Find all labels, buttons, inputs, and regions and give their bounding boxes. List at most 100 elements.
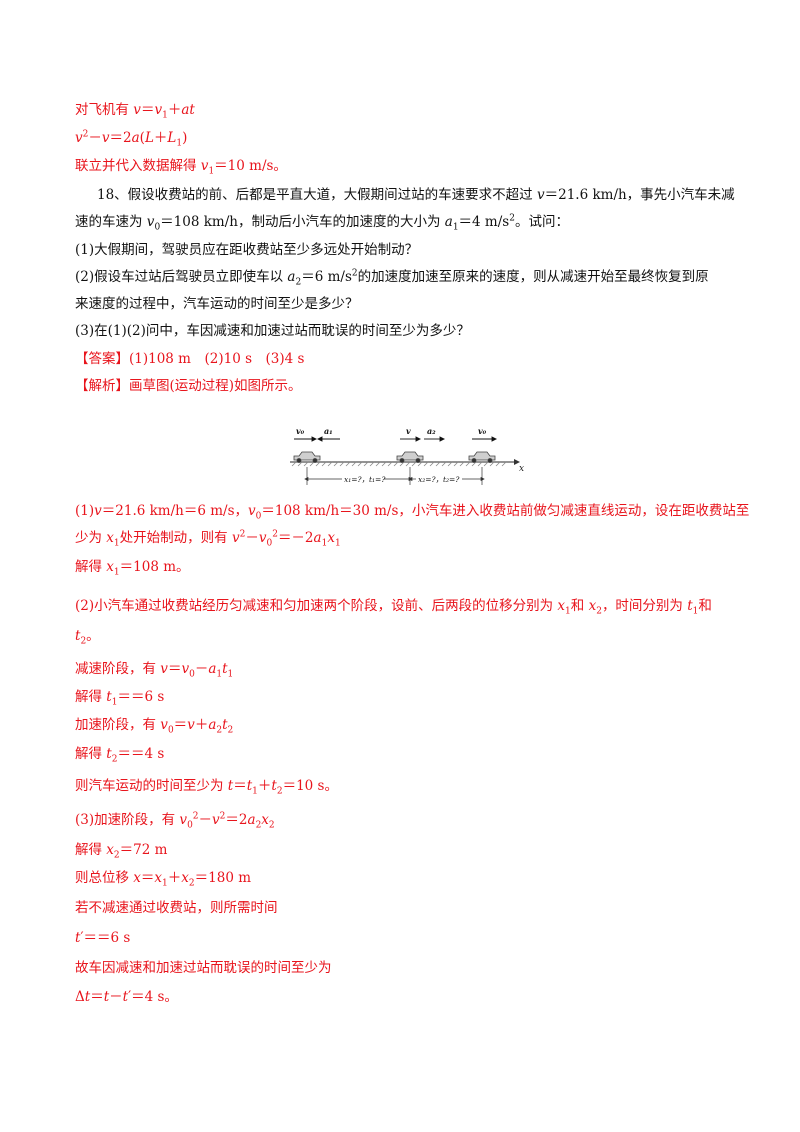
text-run: x — [106, 559, 114, 575]
text-run: x — [106, 530, 114, 546]
text-run: 故车因减速和加速过站而耽误的时间至少为 — [75, 960, 332, 976]
seg1-arrowhead-left — [304, 476, 309, 482]
arrowhead-v0-right — [491, 436, 498, 442]
text-run: ＝108 m。 — [119, 559, 190, 575]
text-run: 加速阶段，有 — [75, 717, 161, 733]
text-run: v — [75, 130, 83, 146]
text-run: ＋ — [167, 870, 182, 886]
text-run: t — [106, 746, 112, 762]
text-run: v — [181, 661, 190, 677]
text-run: ′＝4 s。 — [128, 989, 178, 1005]
label-v0-left: v₀ — [296, 426, 305, 436]
text-run: t — [227, 778, 234, 794]
text-line: t′＝＝6 s — [75, 929, 130, 947]
text-run: ＝＝4 s — [117, 746, 165, 762]
text-run: L — [144, 130, 154, 146]
text-line: 若不减速通过收费站，则所需时间 — [75, 899, 278, 917]
text-run: x — [154, 870, 163, 886]
text-run: 速的车速为 — [75, 214, 147, 230]
dimension-ticks — [306, 467, 483, 485]
text-run: 对飞机有 — [75, 102, 134, 118]
text-run: t — [222, 661, 228, 677]
seg2-arrowhead-right — [480, 476, 485, 482]
text-line: 18、假设收费站的前、后都是平直大道，大假期间过站的车速要求不超过 v＝21.6… — [97, 186, 735, 204]
text-run: 解得 — [75, 559, 107, 575]
text-run: 1 — [162, 110, 168, 121]
text-run: v — [146, 214, 155, 230]
text-run: v — [536, 187, 545, 203]
text-run: (1) — [75, 503, 95, 519]
seg1-label: x₁=?，t₁=? — [344, 475, 386, 484]
text-run: v — [248, 503, 256, 519]
text-line: (1)大假期间，驾驶员应在距收费站至少多远处开始制动？ — [75, 241, 418, 259]
arrowhead-v-middle — [415, 436, 422, 442]
text-run: (2)小汽车通过收费站经历匀减速和匀加速两个阶段，设前、后两段的位移分别为 — [75, 598, 558, 614]
text-run: 。试问： — [514, 214, 569, 230]
text-run: a — [313, 530, 322, 546]
text-run: v — [231, 530, 240, 546]
text-run: x — [133, 870, 141, 886]
text-run: a — [208, 717, 217, 733]
text-run: 1 — [321, 538, 328, 549]
text-run: ＝10 m/s。 — [214, 158, 287, 174]
text-run: (3)加速阶段，有 — [75, 812, 180, 828]
text-line: t2。 — [75, 627, 100, 646]
text-run: a — [444, 214, 453, 230]
text-run: 1 — [113, 567, 120, 578]
text-run: 解得 — [75, 746, 107, 762]
text-run: 2 — [82, 129, 89, 140]
text-line: v2－v＝2a(L＋L1) — [75, 129, 188, 148]
text-run: 。 — [86, 628, 100, 644]
text-run: ＝－2 — [277, 530, 314, 546]
text-run: ＝72 m — [119, 842, 168, 858]
text-run: 1 — [227, 669, 234, 680]
text-run: 1 — [111, 697, 118, 708]
text-run: ＝ — [173, 717, 188, 733]
text-run: Δ — [75, 989, 85, 1005]
text-run: ＝108 km/h，制动后小汽车的加速度的大小为 — [160, 214, 445, 230]
car-2 — [396, 451, 424, 463]
text-run: v — [187, 717, 195, 733]
text-run: ＋ — [153, 130, 168, 146]
text-run: x — [181, 870, 189, 886]
text-run: ＝6 m/s — [301, 269, 352, 285]
text-line: (3)加速阶段，有 v02－v2＝2a2x2 — [75, 811, 275, 830]
text-run: 少为 — [75, 530, 107, 546]
text-run: L — [167, 130, 177, 146]
text-run: 解得 — [75, 689, 107, 705]
text-run: at — [181, 102, 195, 118]
text-run: ) — [182, 130, 188, 146]
text-run: 解得 — [75, 842, 107, 858]
text-run: t — [84, 989, 91, 1005]
text-line: 来速度的过程中，汽车运动的时间至少是多少？ — [75, 295, 359, 313]
text-line: 则汽车运动的时间至少为 t＝t1＋t2＝10 s。 — [75, 777, 338, 796]
text-run: t — [246, 778, 253, 794]
text-run: 1 — [452, 222, 459, 233]
label-a2: a₂ — [427, 426, 436, 436]
text-line: Δt＝t－t′＝4 s。 — [75, 988, 178, 1006]
text-run: 2 — [227, 725, 234, 736]
text-run: v — [154, 102, 163, 118]
text-run: a — [287, 269, 296, 285]
arrowhead-v0-left — [311, 436, 318, 442]
text-run: t — [122, 989, 129, 1005]
text-run: ＝10 s。 — [282, 778, 338, 794]
text-run: t — [271, 778, 277, 794]
text-run: 2 — [596, 606, 602, 617]
text-run: t — [222, 717, 228, 733]
text-run: 的加速度加速至原来的速度，则从减速开始至最终恢复到原 — [357, 269, 709, 285]
text-run: 1 — [208, 166, 215, 177]
text-run: ′＝＝6 s — [80, 930, 131, 946]
text-run: － — [109, 989, 123, 1005]
text-run: ＝＝6 s — [117, 689, 165, 705]
text-run: v — [160, 717, 168, 733]
text-run: ＋ — [167, 102, 182, 118]
car-1 — [293, 451, 321, 463]
text-line: (1)v＝21.6 km/h＝6 m/s，v0＝108 km/h＝30 m/s，… — [75, 502, 749, 521]
text-run: － — [198, 812, 213, 828]
text-run: a — [247, 812, 256, 828]
text-run: 0 — [266, 538, 273, 549]
text-line: 【解析】画草图(运动过程)如图所示。 — [75, 377, 302, 395]
text-run: v — [258, 530, 267, 546]
text-run: ＝21.6 km/h＝6 m/s， — [101, 503, 248, 519]
